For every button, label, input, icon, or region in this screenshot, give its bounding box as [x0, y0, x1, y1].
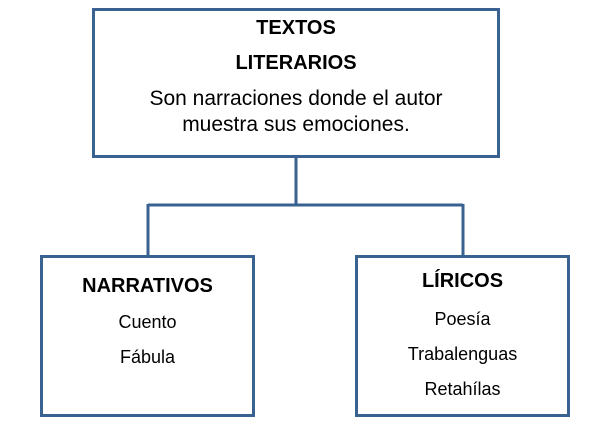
liricos-item-trabalenguas: Trabalenguas	[407, 344, 518, 364]
liricos-item-poesia: Poesía	[434, 309, 491, 329]
root-title-line2: LITERARIOS	[235, 52, 357, 74]
narrativos-item-fabula: Fábula	[119, 347, 176, 367]
liricos-title: LÍRICOS	[421, 270, 504, 292]
root-description-line1: Son narraciones donde el autor	[149, 87, 443, 110]
root-node-box: TEXTOS LITERARIOS Son narraciones donde …	[92, 8, 500, 158]
root-title-line1: TEXTOS	[256, 17, 336, 39]
narrativos-node-box: NARRATIVOS Cuento Fábula	[40, 255, 255, 417]
narrativos-title: NARRATIVOS	[82, 275, 213, 297]
liricos-item-retahilas: Retahílas	[424, 379, 501, 399]
liricos-node-box: LÍRICOS Poesía Trabalenguas Retahílas	[355, 255, 570, 417]
root-description-line2: muestra sus emociones.	[182, 113, 410, 136]
narrativos-item-cuento: Cuento	[118, 312, 177, 332]
